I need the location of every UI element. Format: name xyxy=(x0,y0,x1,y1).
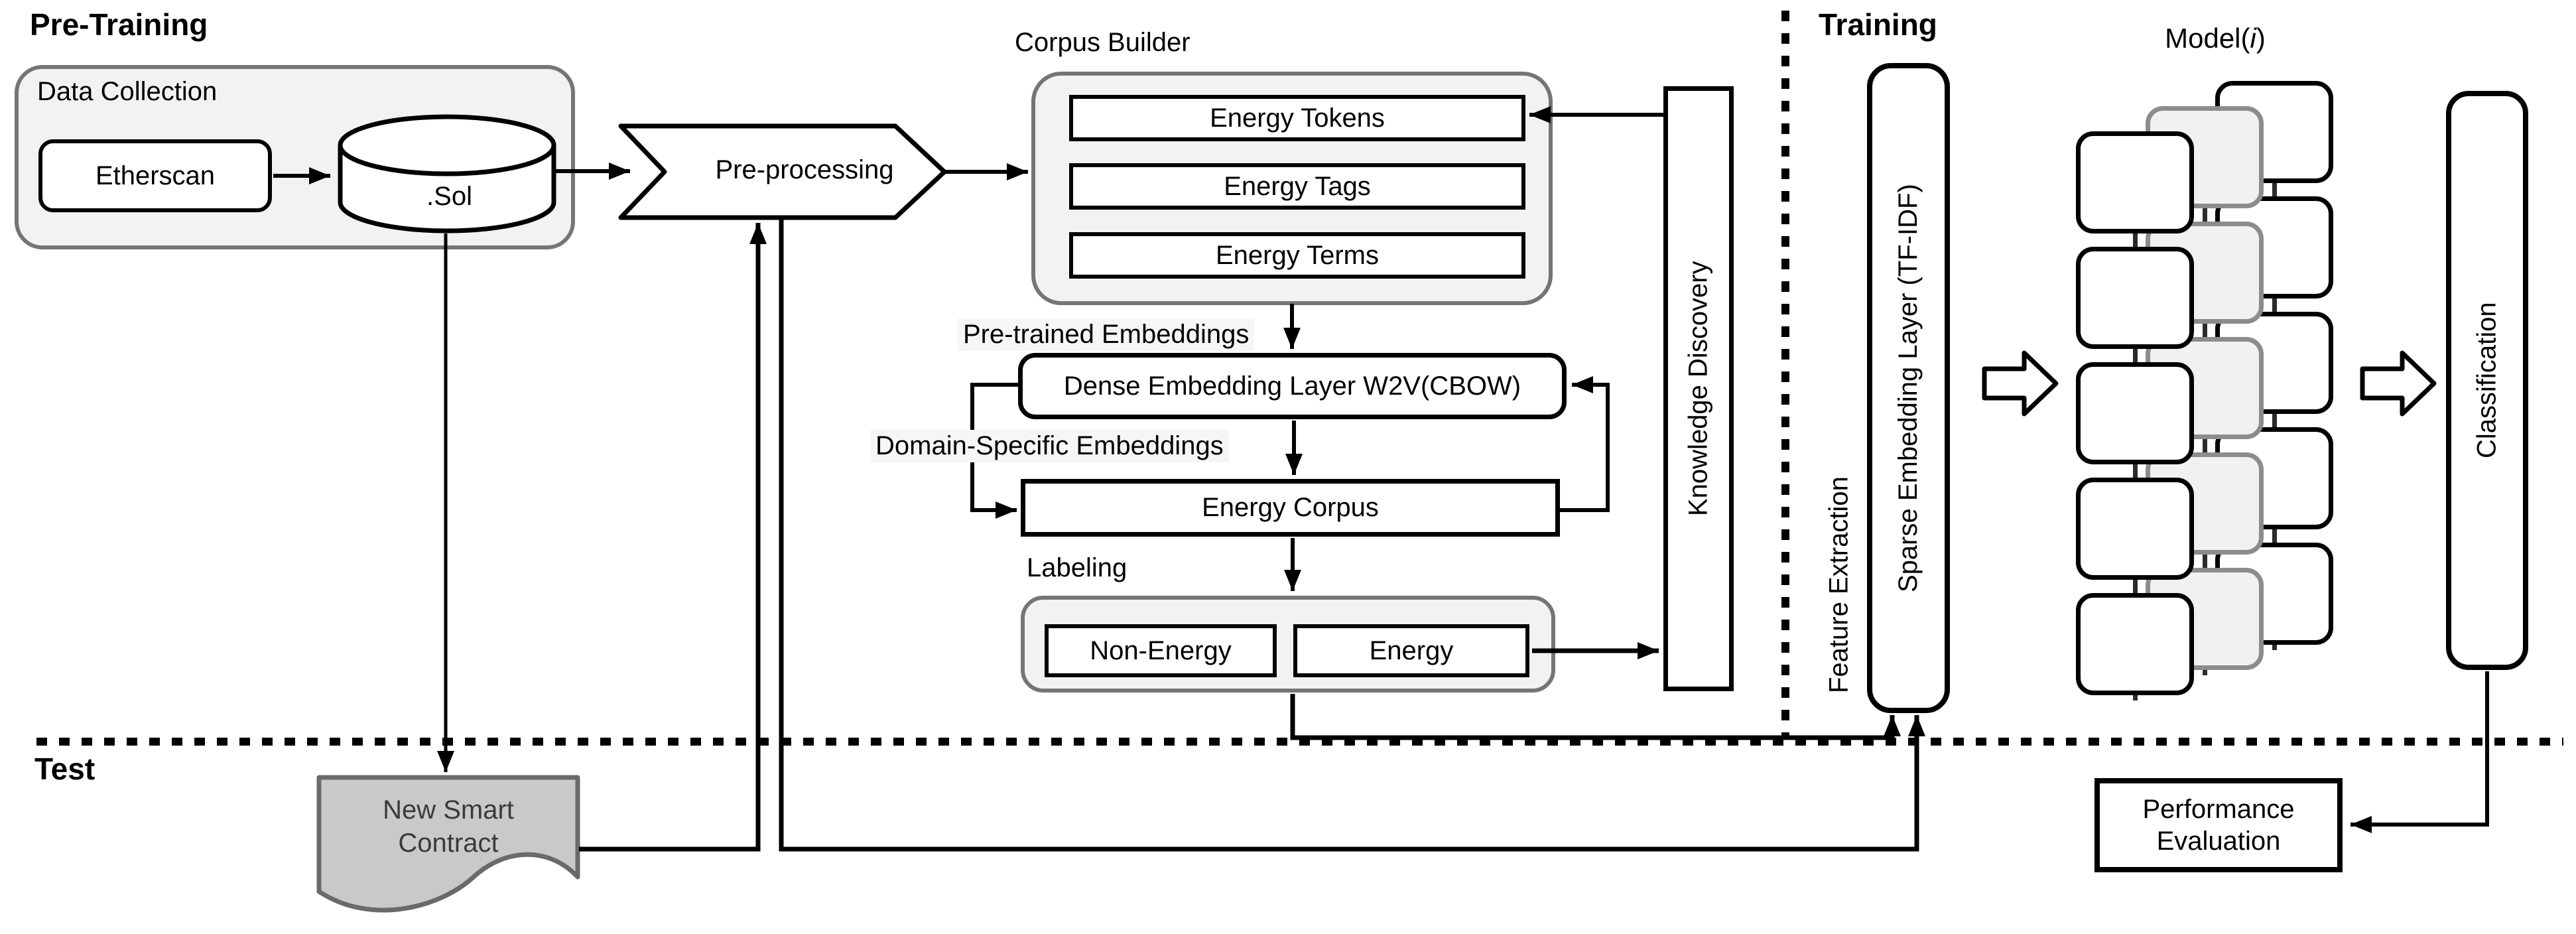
data-collection-title: Data Collection xyxy=(37,77,218,106)
section-title-training: Training xyxy=(1819,7,1937,42)
energy-class-box: Energy xyxy=(1293,624,1529,677)
preprocessing-label: Pre-processing xyxy=(715,155,894,184)
energy-corpus-box: Energy Corpus xyxy=(1021,479,1560,537)
route-classification-to-evaluation xyxy=(2351,671,2489,833)
loop-corpus-to-dense-right xyxy=(1560,376,1610,512)
energy-tags-label: Energy Tags xyxy=(1224,171,1371,201)
new-smart-contract-label: New Smart Contract xyxy=(319,793,578,860)
block-arrow-to-classification-icon xyxy=(2360,350,2437,417)
model-title-var: i xyxy=(2250,23,2256,54)
model-title-suffix: ) xyxy=(2256,23,2266,54)
route-labeling-to-sparse xyxy=(1290,694,1901,740)
model-title-prefix: Model( xyxy=(2165,23,2250,54)
etherscan-label: Etherscan xyxy=(95,161,216,190)
model-title: Model(i) xyxy=(2149,23,2282,54)
energy-corpus-label: Energy Corpus xyxy=(1202,493,1379,522)
labeling-title: Labeling xyxy=(1027,553,1127,582)
block-arrow-to-model-icon xyxy=(1982,350,2059,417)
corpus-builder-title: Corpus Builder xyxy=(1015,28,1191,57)
dense-embedding-label: Dense Embedding Layer W2V(CBOW) xyxy=(1063,371,1521,401)
dense-embedding-box: Dense Embedding Layer W2V(CBOW) xyxy=(1018,353,1567,419)
non-energy-box: Non-Energy xyxy=(1045,624,1277,677)
section-title-test: Test xyxy=(34,752,96,786)
energy-tokens-label: Energy Tokens xyxy=(1210,103,1385,133)
non-energy-label: Non-Energy xyxy=(1090,635,1232,665)
sparse-embedding-label: Sparse Embedding Layer (TF-IDF) xyxy=(1894,184,1923,592)
energy-class-label: Energy xyxy=(1369,635,1454,665)
energy-tags-box: Energy Tags xyxy=(1069,163,1525,210)
sol-database-label: .Sol xyxy=(426,182,472,211)
knowledge-discovery-label: Knowledge Discovery xyxy=(1683,261,1713,517)
classification-box: Classification xyxy=(2446,91,2528,670)
etherscan-box: Etherscan xyxy=(38,139,272,212)
performance-evaluation-line2: Evaluation xyxy=(2156,827,2281,856)
pretrained-embeddings-caption: Pre-trained Embeddings xyxy=(958,318,1255,351)
model-card xyxy=(2076,131,2194,234)
performance-evaluation-line1: Performance xyxy=(2142,795,2295,824)
knowledge-discovery-box: Knowledge Discovery xyxy=(1663,86,1734,691)
model-card xyxy=(2076,478,2194,580)
model-card xyxy=(2076,362,2194,464)
feature-extraction-caption-wrap: Feature Extraction xyxy=(1815,455,1864,715)
new-smart-contract-line2: Contract xyxy=(398,829,499,858)
energy-terms-label: Energy Terms xyxy=(1215,240,1379,270)
feature-extraction-caption: Feature Extraction xyxy=(1824,476,1854,694)
energy-terms-box: Energy Terms xyxy=(1069,232,1525,279)
sparse-embedding-box: Sparse Embedding Layer (TF-IDF) xyxy=(1867,63,1950,713)
section-title-pretraining: Pre-Training xyxy=(30,7,208,42)
model-card xyxy=(2076,593,2194,695)
model-card xyxy=(2076,247,2194,349)
performance-evaluation-box: Performance Evaluation xyxy=(2094,778,2343,872)
new-smart-contract-line1: New Smart xyxy=(383,795,514,825)
energy-tokens-box: Energy Tokens xyxy=(1069,95,1525,141)
route-contract-to-preprocessing xyxy=(579,223,767,852)
domain-specific-embeddings-caption: Domain-Specific Embeddings xyxy=(870,430,1229,462)
classification-label: Classification xyxy=(2472,302,2502,459)
model-card-gray xyxy=(2146,106,2264,208)
